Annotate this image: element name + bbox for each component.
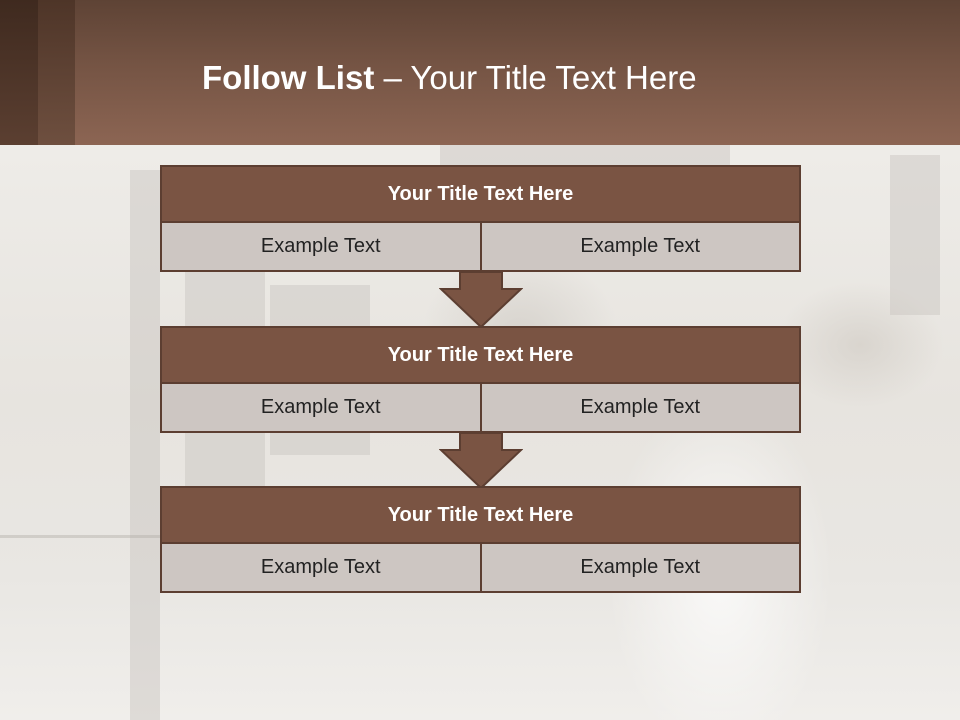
- block-title: Your Title Text Here: [160, 326, 801, 384]
- block-title: Your Title Text Here: [160, 165, 801, 223]
- block-cell-right: Example Text: [481, 384, 801, 433]
- header-accent-stripe: [38, 0, 75, 145]
- block-cells: Example Text Example Text: [160, 223, 801, 272]
- down-arrow-icon: [439, 432, 523, 490]
- follow-list-block-2: Your Title Text Here Example Text Exampl…: [160, 326, 801, 433]
- slide-title: Follow List – Your Title Text Here: [202, 56, 697, 100]
- block-cells: Example Text Example Text: [160, 384, 801, 433]
- block-cell-left: Example Text: [160, 544, 482, 593]
- block-cell-right: Example Text: [481, 223, 801, 272]
- slide-title-rest: – Your Title Text Here: [374, 59, 697, 96]
- header-accent-stripe: [0, 0, 38, 145]
- down-arrow-icon: [439, 271, 523, 329]
- header-band: Follow List – Your Title Text Here: [0, 0, 960, 145]
- follow-list-block-1: Your Title Text Here Example Text Exampl…: [160, 165, 801, 272]
- slide-title-bold: Follow List: [202, 59, 375, 96]
- block-cell-left: Example Text: [160, 223, 482, 272]
- block-cell-left: Example Text: [160, 384, 482, 433]
- block-title: Your Title Text Here: [160, 486, 801, 544]
- block-cells: Example Text Example Text: [160, 544, 801, 593]
- follow-list-block-3: Your Title Text Here Example Text Exampl…: [160, 486, 801, 593]
- block-cell-right: Example Text: [481, 544, 801, 593]
